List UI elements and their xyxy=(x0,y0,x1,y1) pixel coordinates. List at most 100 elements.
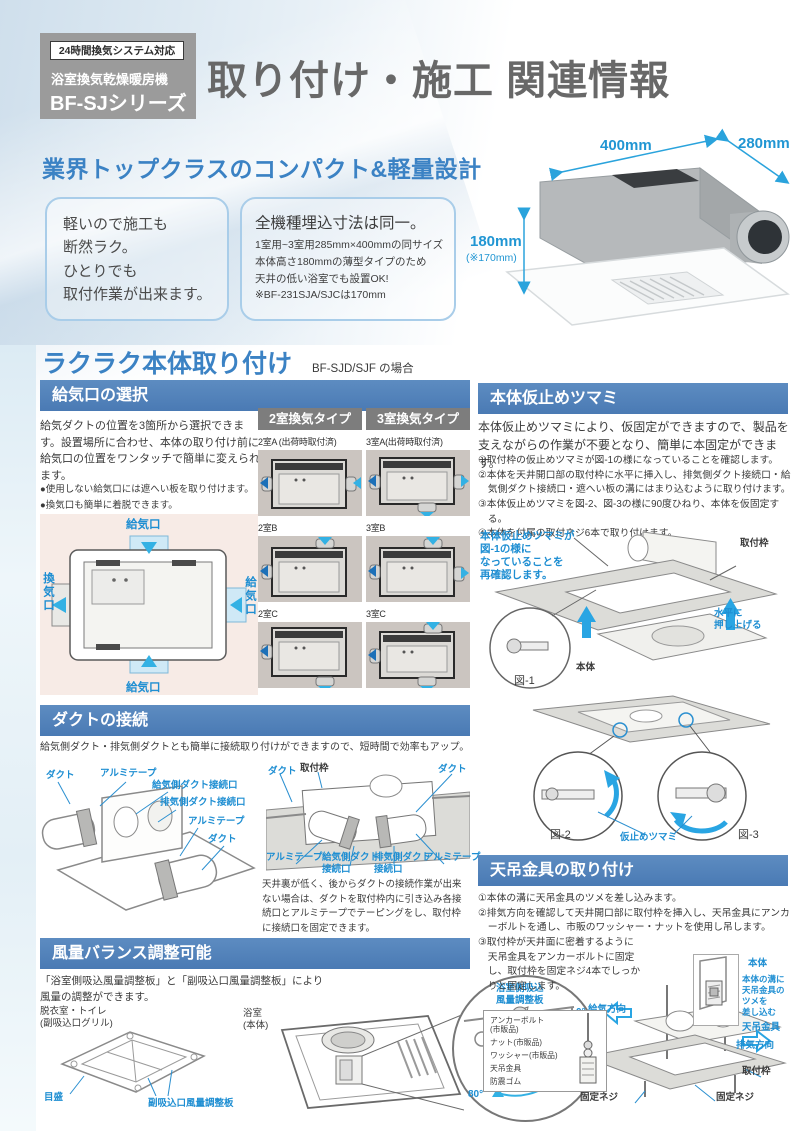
product-illustration: 400mm 280mm 180mm (※170mm) xyxy=(466,128,790,326)
badge-24h: 24時間換気システム対応 xyxy=(50,41,184,60)
tempfix-step-2: ②本体を天井開口部の取付枠に水平に挿入し、排気側ダクト接続口・給気側ダクト接続口… xyxy=(478,469,791,496)
airflow-scale-label: 目盛 xyxy=(44,1092,64,1103)
tempfix-steps: ①取付枠の仮止めツマミが図-1の様になっていることを確認します。 ②本体を天井開… xyxy=(478,454,792,542)
type3-item-a-label: 3室A(出荷時取付済) xyxy=(366,437,443,447)
airflow-subplate-label: 副吸込口風量調整板 xyxy=(148,1098,234,1109)
duct-l-duct2: ダクト xyxy=(208,834,237,845)
product-category: 浴室換気乾燥暖房機 xyxy=(51,72,169,87)
type-column-3room: 3室換気タイプ 3室A(出荷時取付済) 3室B 3室C xyxy=(366,408,470,688)
type2-item-c-photo xyxy=(258,622,362,688)
airflow-dressing-label: 脱衣室・トイレ (副吸込口グリル) xyxy=(40,1006,113,1029)
dim-height-label: 180mm xyxy=(470,233,522,250)
page-title: 取り付け・施工 関連情報 xyxy=(207,59,671,103)
intake-bullets: ●使用しない給気口には遮へい板を取り付けます。 ●換気口も簡単に着脱できます。 xyxy=(40,484,254,512)
left-decor-strip xyxy=(0,345,36,1131)
type3-item-c-label: 3室C xyxy=(366,609,386,619)
hanging-parts-box: アンカーボルト (市販品) ナット(市販品) ワッシャー(市販品) 天吊金具 防… xyxy=(483,1010,607,1092)
dim-width-label: 400mm xyxy=(600,137,652,154)
airflow-body: 「浴室側吸込風量調整板」と「副吸込口風量調整板」により 風量の調整ができます。 xyxy=(40,975,324,1003)
type2-item-a-label: 2室A (出荷時取付済) xyxy=(258,437,337,447)
section-bar-hanging: 天吊金具の取り付け xyxy=(478,855,788,886)
duct-body: 給気側ダクト・排気側ダクトとも簡単に接続取り付けができますので、短時間で効率もア… xyxy=(40,742,470,753)
intake-body: 給気ダクトの位置を3箇所から選択できます。設置場所に合わせ、本体の取り付け前に給… xyxy=(40,420,260,482)
hero-card-light: 軽いので施工も 断然ラク。 ひとりでも 取付作業が出来ます。 xyxy=(45,197,229,321)
type2-header: 2室換気タイプ xyxy=(258,408,362,430)
fig23-art xyxy=(532,695,771,841)
install-section-title: ラクラク本体取り付け xyxy=(42,350,293,378)
section-bar-tempfix: 本体仮止めツマミ xyxy=(478,383,788,414)
hanging-steps: ①本体の溝に天吊金具のツメを差し込みます。 ②排気方向を確認して天井開口部に取付… xyxy=(478,892,792,995)
airflow-unit-art xyxy=(280,1013,464,1111)
fig1-caption: 図-1 xyxy=(514,675,535,687)
duct-r-tape2: アルミテープ xyxy=(424,852,481,863)
hanging-inset-art xyxy=(699,956,727,1011)
part-washer: ワッシャー(市販品) xyxy=(490,1051,558,1060)
part-anchor-bolt: アンカーボルト (市販品) xyxy=(490,1016,545,1034)
duct-l-tape2: アルミテープ xyxy=(188,816,245,827)
tempfix-step-1: ①取付枠の仮止めツマミが図-1の様になっていることを確認します。 xyxy=(478,455,779,466)
part-bracket: 天吊金具 xyxy=(490,1064,522,1073)
vent-label-left: 換気口 xyxy=(42,572,54,613)
type3-item-a-photo xyxy=(366,450,470,516)
hero-card-size-text: 1室用~3室用285mm×400mmの同サイズ 本体高さ180mmの薄型タイプの… xyxy=(255,239,444,302)
dim-height-note: (※170mm) xyxy=(466,252,517,264)
section-bar-duct: ダクトの接続 xyxy=(40,705,470,736)
hanging-frame-label: 取付枠 xyxy=(742,1066,771,1077)
fig1-body-label: 本体 xyxy=(576,662,596,673)
airflow-grille-art xyxy=(60,1031,206,1096)
section-bar-airflow: 風量バランス調整可能 xyxy=(40,938,470,969)
intake-diagram-art xyxy=(51,535,247,674)
duct-r-exhaust: 排気側ダクト 接続口 xyxy=(374,852,432,875)
duct-l-tape1: アルミテープ xyxy=(100,768,157,779)
hanging-step-1: ①本体の溝に天吊金具のツメを差し込みます。 xyxy=(478,893,682,904)
tempfix-step-3: ③本体仮止めツマミを図-2、図-3の様に90度ひねり、本体を仮固定する。 xyxy=(478,499,780,525)
duct-note: 天井裏が低く、後からダクトの接続作業が出来ない場合は、ダクトを取付枠内に引き込み… xyxy=(262,879,462,935)
duct-r-duct2: ダクト xyxy=(438,764,467,775)
duct-r-tape1: アルミテープ xyxy=(266,852,323,863)
type-column-2room: 2室換気タイプ 2室A (出荷時取付済) 2室B 2室C xyxy=(258,408,362,688)
type3-item-c-photo xyxy=(366,622,470,688)
hero-card-size: 全機種埋込寸法は同一。 1室用~3室用285mm×400mmの同サイズ 本体高さ… xyxy=(240,197,456,321)
install-section-note: BF-SJD/SJF の場合 xyxy=(312,363,414,375)
fig1-frame-label: 取付枠 xyxy=(740,538,769,549)
duct-r-supply: 給気側ダクト 接続口 xyxy=(322,852,380,875)
hanging-supply-dir: 給気方向 xyxy=(588,1004,627,1015)
hanging-screw-left: 固定ネジ xyxy=(580,1092,619,1103)
type3-header: 3室換気タイプ xyxy=(366,408,470,430)
product-header-box: 24時間換気システム対応 浴室換気乾燥暖房機 BF-SJシリーズ xyxy=(40,33,196,119)
hanging-screw-right: 固定ネジ xyxy=(716,1092,755,1103)
duct-l-supply: 給気側ダクト接続口 xyxy=(152,780,238,791)
parts-assembly-art xyxy=(579,1013,597,1084)
fig1-callout: 本体仮止めツマミが 図-1の様に なっていることを 再確認します。 xyxy=(480,530,575,582)
part-rubber: 防震ゴム xyxy=(490,1077,522,1086)
airflow-bathplate-label: 浴室側吸込 風量調整板 xyxy=(496,983,544,1006)
tempfix-body: 本体仮止めツマミにより、仮固定ができますので、製品を支えながらの作業が不要となり… xyxy=(478,420,789,470)
duct-l-duct1: ダクト xyxy=(46,770,75,781)
hero-card-light-text: 軽いので施工も 断然ラク。 ひとりでも 取付作業が出来ます。 xyxy=(63,216,212,303)
duct-l-exhaust: 排気側ダクト接続口 xyxy=(160,797,246,808)
intake-label-right: 給気口 xyxy=(244,576,256,617)
duct-diagram-left xyxy=(41,781,256,911)
hero-headline: 業界トップクラスのコンパクト&軽量設計 xyxy=(42,156,482,182)
section-bar-intake: 給気口の選択 xyxy=(40,380,470,411)
hero-card-size-title: 全機種埋込寸法は同一。 xyxy=(255,215,426,232)
intake-position-diagram: 給気口 換気口 給気口 給気口 xyxy=(40,514,258,695)
type2-item-a-photo xyxy=(258,450,362,516)
airflow-bath-label: 浴室 (本体) xyxy=(243,1008,269,1031)
product-series: BF-SJシリーズ xyxy=(50,93,187,115)
fig23-knob-label: 仮止めツマミ xyxy=(620,832,678,843)
duct-diagram-right xyxy=(266,772,470,871)
duct-r-frame: 取付枠 xyxy=(300,763,329,774)
fig1-push-label: 水平に 押し上げる xyxy=(714,608,762,631)
hanging-step-3: ③取付枠が天井面に密着するように 天吊金具をアンカーボルトに固定 し、取付枠を固… xyxy=(478,937,641,993)
type2-item-b-label: 2室B xyxy=(258,523,278,533)
intake-label-bottom: 給気口 xyxy=(126,682,161,694)
airflow-deg80: 80° xyxy=(468,1089,484,1100)
fig2-caption: 図-2 xyxy=(550,829,571,841)
type3-item-b-photo xyxy=(366,536,470,602)
fig1-art xyxy=(489,531,778,689)
hanging-bracket-label: 天吊金具 xyxy=(742,1022,781,1033)
tempfix-step-4: ④本体を付属の取付ネジ6本で取り付けます。 xyxy=(478,528,678,540)
hanging-inset-box xyxy=(693,954,739,1026)
